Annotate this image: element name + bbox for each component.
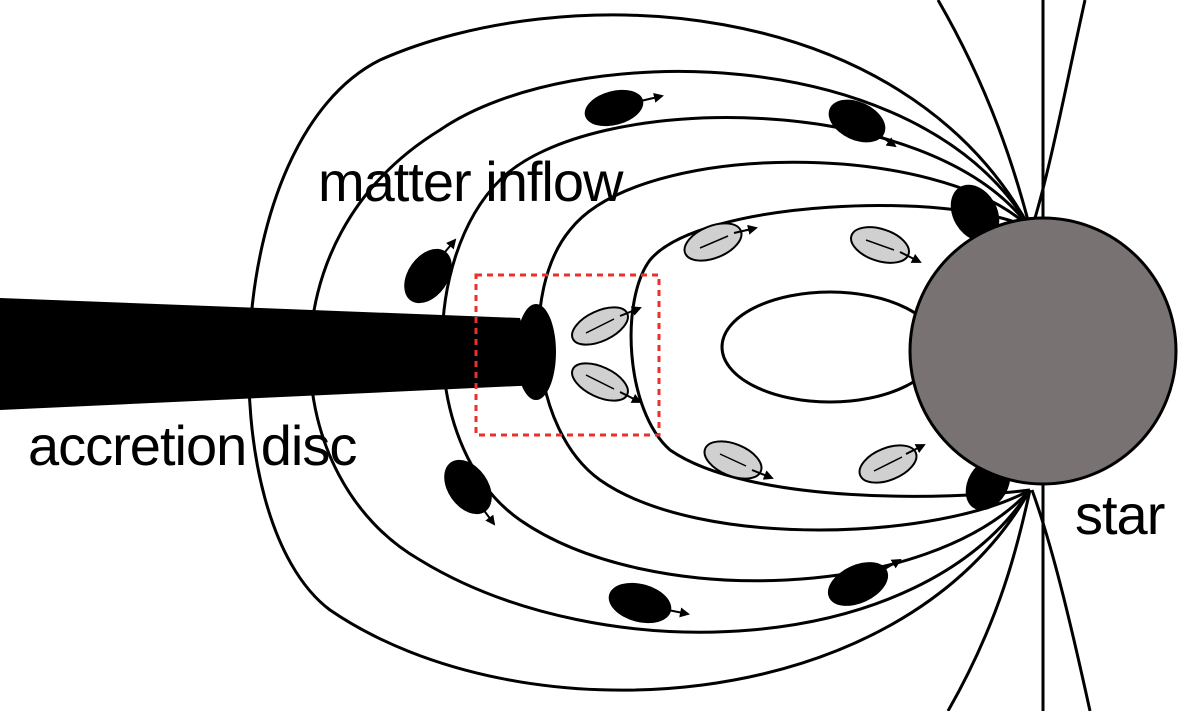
star-label: star bbox=[1075, 483, 1165, 546]
open-field-line-upper-b bbox=[1030, 0, 1087, 229]
dark-blob bbox=[404, 238, 457, 304]
light-blob bbox=[683, 222, 758, 262]
field-line-inner-closed bbox=[720, 290, 940, 404]
disc-inner-edge bbox=[516, 304, 556, 400]
open-field-line-lower-a bbox=[946, 489, 1032, 711]
dark-blob bbox=[828, 99, 897, 148]
dark-blob bbox=[950, 184, 1000, 242]
light-blobs bbox=[571, 222, 926, 484]
dark-blobs bbox=[404, 89, 1011, 624]
dark-blob bbox=[827, 558, 902, 606]
accretion-disc-label: accretion disc bbox=[28, 414, 357, 477]
light-blob bbox=[571, 362, 642, 403]
open-field-line-lower-b bbox=[1030, 489, 1092, 711]
light-blob bbox=[850, 226, 922, 264]
light-blob bbox=[571, 306, 642, 346]
field-line-4 bbox=[629, 204, 1031, 498]
dark-blob bbox=[584, 89, 664, 127]
highlight-box bbox=[474, 273, 661, 437]
dark-blob bbox=[608, 582, 690, 624]
matter-inflow-label: matter inflow bbox=[318, 150, 623, 213]
accretion-disc-shape bbox=[0, 298, 540, 410]
open-field-line-upper-a bbox=[936, 0, 1032, 229]
dark-blob bbox=[444, 459, 496, 526]
light-blob bbox=[703, 440, 774, 480]
star-circle bbox=[908, 216, 1178, 486]
light-blob bbox=[858, 444, 926, 484]
